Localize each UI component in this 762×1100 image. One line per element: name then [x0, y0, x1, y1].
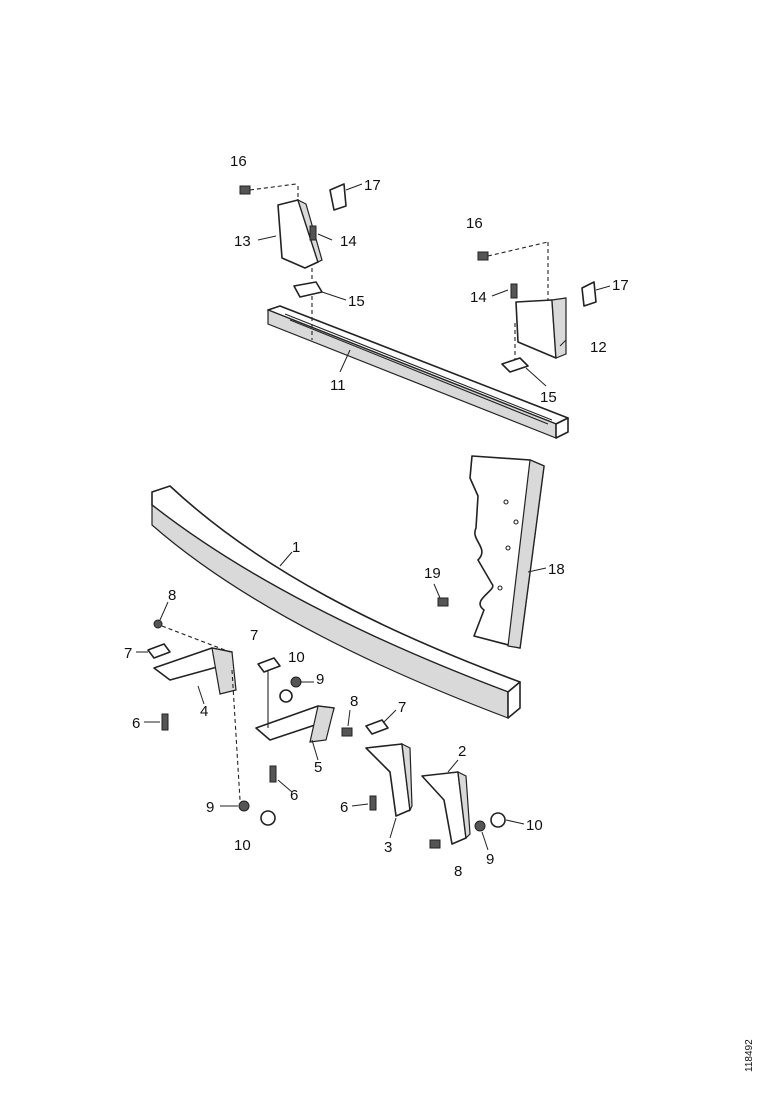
- main-beam-part: [151, 485, 521, 719]
- nut-10-left: [260, 810, 276, 826]
- callout-10-right: 10: [526, 817, 543, 834]
- bolt-8-left: [153, 619, 163, 629]
- callout-7-center: 7: [250, 627, 258, 644]
- callout-15-left: 15: [348, 293, 365, 310]
- callout-16-right: 16: [466, 215, 483, 232]
- right-upper-bracket-part: [514, 242, 567, 362]
- callout-6-left: 6: [132, 715, 140, 732]
- bracket-3-part: [365, 742, 413, 817]
- callout-16-left: 16: [230, 153, 247, 170]
- callout-9-center: 9: [316, 671, 324, 688]
- callout-17-right: 17: [612, 277, 629, 294]
- right-screw-14: [510, 283, 518, 299]
- screw-6-left: [161, 713, 169, 731]
- callout-10-center: 10: [288, 649, 305, 666]
- callout-labels: 1 2 3 4 5 6 6 6 7 7 7 8 8 8 9 9 9 10 10 …: [124, 153, 629, 880]
- callout-7-right: 7: [398, 699, 406, 716]
- clip-7-center: [257, 657, 281, 673]
- left-plate-part: [293, 281, 323, 298]
- screw-6-right: [369, 795, 377, 811]
- callout-3: 3: [384, 839, 392, 856]
- callout-12-right: 12: [590, 339, 607, 356]
- panel-bolt-19: [437, 597, 449, 607]
- callout-19: 19: [424, 565, 441, 582]
- callout-2: 2: [458, 743, 466, 760]
- callout-1: 1: [292, 539, 300, 556]
- bracket-4-part: [153, 625, 241, 801]
- bolt-8-center: [341, 727, 353, 737]
- callout-10-left: 10: [234, 837, 251, 854]
- callout-15-right: 15: [540, 389, 557, 406]
- right-bolt-16: [477, 241, 549, 261]
- vertical-panel-part: [469, 455, 545, 649]
- callout-17-left: 17: [364, 177, 381, 194]
- callout-14-right: 14: [470, 289, 487, 306]
- bracket-2-part: [421, 770, 471, 845]
- figure-code: 118492: [744, 1039, 755, 1072]
- bolt-8-right: [429, 839, 441, 849]
- callout-9-left: 9: [206, 799, 214, 816]
- callout-8-left: 8: [168, 587, 176, 604]
- washer-9-right: [474, 820, 486, 832]
- callout-9-right: 9: [486, 851, 494, 868]
- nut-10-center: [279, 689, 293, 703]
- left-screw-14: [309, 225, 317, 241]
- right-clip-17: [581, 281, 597, 307]
- callout-6-center: 6: [290, 787, 298, 804]
- bracket-5-part: [255, 668, 335, 743]
- clip-7-right: [365, 719, 389, 735]
- clip-7-left: [147, 643, 171, 659]
- left-clip-17: [329, 183, 347, 211]
- callout-7-left: 7: [124, 645, 132, 662]
- callout-8-right: 8: [454, 863, 462, 880]
- right-plate-part: [501, 357, 529, 373]
- callout-6-right: 6: [340, 799, 348, 816]
- callout-4: 4: [200, 703, 208, 720]
- callout-13: 13: [234, 233, 251, 250]
- washer-9-left: [238, 800, 250, 812]
- washer-9-center: [290, 676, 302, 688]
- cross-rail-part: [267, 305, 569, 439]
- callout-5: 5: [314, 759, 322, 776]
- callout-18: 18: [548, 561, 565, 578]
- screw-6-center: [269, 765, 277, 783]
- leader-lines: [136, 183, 611, 851]
- callout-14-left: 14: [340, 233, 357, 250]
- callout-11: 11: [330, 377, 346, 394]
- left-bolt-16: [239, 183, 297, 195]
- callout-8-center: 8: [350, 693, 358, 710]
- nut-10-right: [490, 812, 506, 828]
